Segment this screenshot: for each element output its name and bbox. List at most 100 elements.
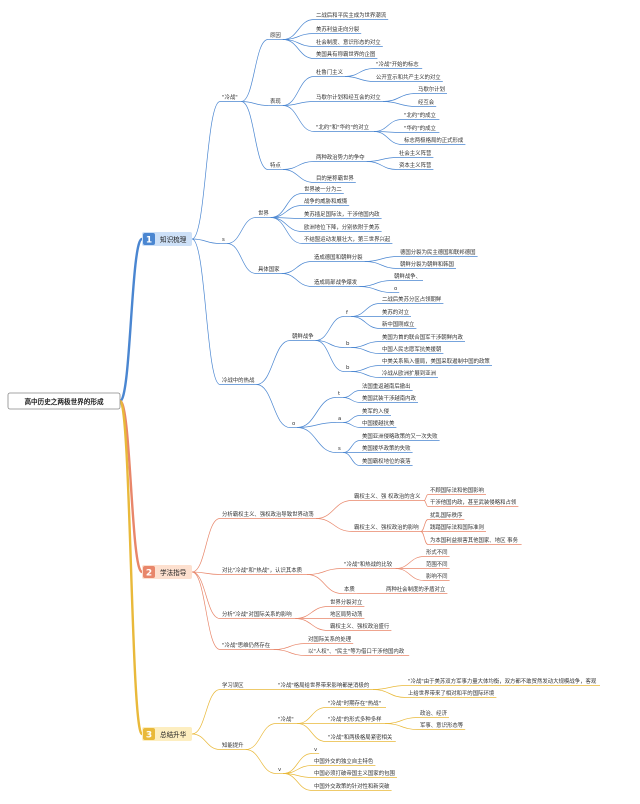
- node-b1a4[interactable]: 美国具有称霸世界的企图: [316, 50, 375, 58]
- node-b1b3b[interactable]: "华约"的成立: [404, 124, 437, 132]
- branch-summary[interactable]: 3 总结升华: [142, 727, 192, 741]
- node-d2b[interactable]: v: [278, 767, 282, 773]
- node-b3b2b[interactable]: 中国援越抗美: [362, 419, 395, 427]
- node-b2a1[interactable]: 世界被一分为二: [304, 185, 342, 193]
- node-b3a1a[interactable]: 二战后美苏分区占领朝鲜: [382, 295, 442, 303]
- node-c1a2[interactable]: 干涉他国内政，甚至武装侵略和占领: [430, 498, 517, 506]
- node-c4b[interactable]: 以"人权"、"民主"等为借口干涉他国内政: [308, 647, 405, 655]
- node-b3a[interactable]: 朝鲜战争: [292, 332, 314, 340]
- node-b3a2[interactable]: b: [346, 341, 350, 347]
- branch-method[interactable]: 2 学法指导: [142, 565, 192, 579]
- node-d1a[interactable]: "冷战"格局给世界带来影响都是消极的: [278, 681, 369, 689]
- node-d2[interactable]: 知能提升: [222, 741, 244, 749]
- node-c2b1[interactable]: 两种社会制度的矛盾对立: [386, 585, 446, 593]
- node-b1a2[interactable]: 美苏利益走向分裂: [316, 25, 360, 33]
- node-d2a2[interactable]: "冷战"的形式多种多样: [328, 715, 382, 723]
- node-b1b3c[interactable]: 标志两极格局的正式形成: [404, 136, 464, 144]
- node-c2a[interactable]: "冷战"和热战的比较: [344, 560, 393, 568]
- branch-knowledge[interactable]: 1 知识梳理: [142, 232, 192, 246]
- node-b3b1b[interactable]: 美国武装干涉越南内政: [362, 394, 417, 402]
- node-c2[interactable]: 对比"冷战"和"热战"，认识其本质: [222, 566, 303, 574]
- node-c1b2[interactable]: 践踏国际法和国际准则: [430, 523, 484, 531]
- node-b3b2a[interactable]: 美军的入侵: [362, 407, 390, 415]
- node-b1b3[interactable]: "北约"和"华约"的对立: [316, 123, 370, 131]
- node-b3b2[interactable]: a: [338, 416, 341, 422]
- node-d2a3[interactable]: "冷战"和两极格局紧密相关: [328, 733, 393, 741]
- node-b1b1a[interactable]: "冷战"开始的标志: [376, 60, 419, 68]
- node-b3a1[interactable]: f: [346, 310, 348, 316]
- node-b3a3b[interactable]: 冷战从欧洲扩展到亚洲: [382, 369, 436, 377]
- node-c3b[interactable]: 地区局势动荡: [330, 610, 363, 618]
- node-b3b[interactable]: o: [292, 421, 295, 427]
- node-d2b2[interactable]: 中国外交的独立自主特色: [314, 757, 374, 765]
- node-d1a1[interactable]: "冷战"由于美苏双方军事力量大体均衡，双方都不敢贸然发动大规模战争，客观: [408, 677, 597, 685]
- node-c4a[interactable]: 对国际关系的处理: [308, 635, 352, 643]
- node-b3b3[interactable]: s: [338, 446, 341, 452]
- node-b2[interactable]: s: [222, 237, 225, 243]
- node-d2a2b[interactable]: 军事、意识形态等: [420, 721, 464, 729]
- node-b2b2a[interactable]: 朝鲜战争、: [394, 272, 421, 280]
- node-b1c[interactable]: 特点: [270, 161, 281, 169]
- node-b2a4[interactable]: 欧洲地位下降，分别依附于美苏: [304, 223, 380, 231]
- node-b3[interactable]: 冷战中的热战: [222, 376, 255, 384]
- node-b1c1[interactable]: 两种政治势力的争夺: [316, 153, 365, 161]
- root-node[interactable]: 高中历史之两极世界的形成: [7, 392, 121, 410]
- node-b1a[interactable]: 原因: [270, 32, 281, 39]
- node-b2a[interactable]: 世界: [258, 209, 269, 217]
- node-d2a1[interactable]: "冷战"时期存在"热战": [328, 699, 381, 707]
- node-b2b1[interactable]: 造成德国和朝鲜分裂: [314, 253, 363, 261]
- node-b1b1[interactable]: 杜鲁门主义: [316, 68, 344, 76]
- node-d2b1[interactable]: v: [314, 747, 318, 753]
- node-c4[interactable]: "冷战"思维仍然存在: [222, 641, 271, 649]
- node-b3a3a[interactable]: 中美关系陷入僵局，美国采取遏制中国的政策: [382, 357, 490, 365]
- node-c3a[interactable]: 世界分裂对立: [330, 598, 363, 606]
- node-b1c2[interactable]: 目的是称霸世界: [316, 174, 354, 182]
- node-b1b1b[interactable]: 公开宣示和共产主义的对立: [376, 73, 441, 81]
- node-b1b2a[interactable]: 马歇尔计划: [418, 85, 445, 93]
- node-b3a1c[interactable]: 新中国刚成立: [382, 320, 415, 328]
- node-c3[interactable]: 分析"冷战"对国际关系的影响: [222, 610, 292, 618]
- node-b1b3a[interactable]: "北约"的成立: [404, 111, 437, 119]
- node-c2b[interactable]: 本质: [344, 585, 355, 593]
- node-b2b[interactable]: 具体国家: [258, 265, 280, 273]
- node-b2b1a[interactable]: 德国分裂为民主德国和联邦德国: [400, 248, 475, 256]
- node-b1b2[interactable]: 马歇尔计划和经互会的对立: [316, 93, 381, 101]
- node-b1c1a[interactable]: 社会主义阵营: [399, 149, 432, 157]
- node-b2b1b[interactable]: 朝鲜分裂为朝鲜和韩国: [400, 260, 454, 268]
- node-d2b3[interactable]: 中国必须打破帝国主义国家的包围: [314, 769, 395, 777]
- node-c3c[interactable]: 霸权主义、强权政治盛行: [330, 622, 390, 630]
- node-b2b2[interactable]: 造成局部战争爆发: [314, 278, 358, 286]
- node-c1b1[interactable]: 扰乱国际秩序: [430, 511, 463, 519]
- node-b3a2b[interactable]: 中国人民志愿军抗美援朝: [382, 345, 441, 353]
- node-b2a2[interactable]: 战争的威胁和威慑: [304, 197, 348, 205]
- node-b1c1b[interactable]: 资本主义阵营: [399, 161, 432, 169]
- node-b2a5[interactable]: 不结盟运动发展壮大，第三世界兴起: [304, 235, 391, 243]
- node-b3a3[interactable]: b: [346, 365, 350, 371]
- node-d1a2[interactable]: 上给世界带来了相对和平的国际环境: [408, 689, 495, 697]
- node-b3b3c[interactable]: 美国霸权地位的衰落: [362, 457, 411, 465]
- node-c1[interactable]: 分析霸权主义、强权政治导致世界动荡: [222, 510, 314, 518]
- node-d2a2a[interactable]: 政治、经济: [420, 709, 448, 717]
- node-c1b[interactable]: 霸权主义、强权政治的影响: [354, 523, 419, 531]
- node-c1b3[interactable]: 为本国利益损害其他国家、地区 事务: [430, 536, 519, 544]
- node-b2a3[interactable]: 美苏插足国际法，干涉他国内政: [304, 210, 380, 218]
- node-b1a1[interactable]: 二战后和平民主成为世界潮流: [316, 11, 387, 19]
- node-b3b3b[interactable]: 美国援华政策的失败: [362, 444, 411, 452]
- node-b1b2b[interactable]: 经互会: [418, 98, 435, 106]
- node-c1a[interactable]: 霸权主义、强 权政治的含义: [354, 492, 421, 500]
- node-b3b3a[interactable]: 美国亚洲侵略政策的又一次失败: [362, 432, 438, 440]
- node-d1[interactable]: 学习误区: [222, 681, 244, 689]
- node-c2a2[interactable]: 范围不同: [426, 560, 448, 568]
- node-b3b1a[interactable]: 法国重返越南后撤出: [362, 382, 411, 390]
- node-b1a3[interactable]: 社会制度、意识形态的对立: [316, 38, 381, 46]
- node-b2b2b[interactable]: o: [394, 286, 397, 292]
- node-b3a1b[interactable]: 美苏的对立: [382, 308, 410, 316]
- node-c2a3[interactable]: 影响不同: [426, 572, 448, 580]
- node-c1a1[interactable]: 不顾国际法和他国影响: [430, 486, 485, 494]
- node-d2a[interactable]: "冷战": [278, 715, 294, 723]
- node-b3a2a[interactable]: 美国为首的联合国军干涉朝鲜内政: [382, 333, 463, 341]
- node-b1b[interactable]: 表现: [270, 97, 281, 105]
- node-b1[interactable]: "冷战": [222, 93, 238, 101]
- node-b3b1[interactable]: t: [338, 391, 340, 397]
- node-c2a1[interactable]: 形式不同: [426, 548, 448, 556]
